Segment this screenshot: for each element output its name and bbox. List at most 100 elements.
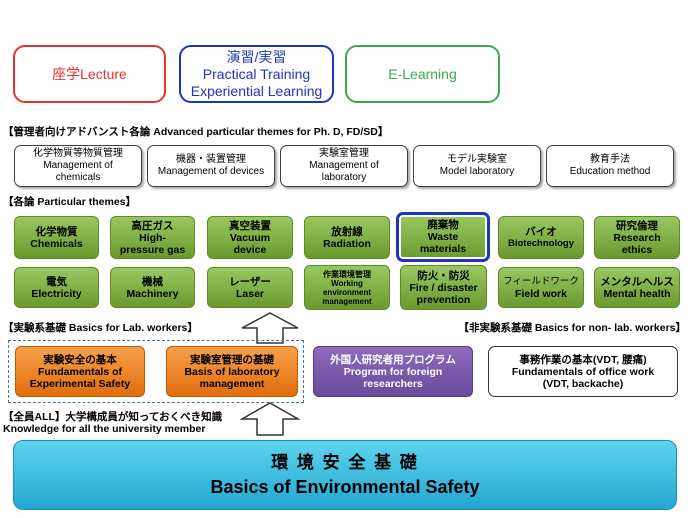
theme-electricity-jp: 電気 <box>46 275 67 288</box>
lab-safety-en2: Experimental Safety <box>29 377 131 390</box>
theme-bio-jp: バイオ <box>525 225 557 238</box>
theme-fire-disaster: 防火・防災 Fire / disaster prevention <box>400 265 487 310</box>
adv-laboratory-en2: laboratory <box>321 172 367 183</box>
theme-ethics-en1: Research <box>613 231 661 244</box>
theme-working-jp: 作業環境管理 <box>323 269 371 279</box>
adv-chemicals-en1: Management of <box>43 160 113 171</box>
theme-electricity-en: Electricity <box>31 287 82 300</box>
theme-machinery: 機械 Machinery <box>110 267 195 308</box>
theme-vacuum-en2: device <box>233 243 267 256</box>
arrow-up-icon <box>240 402 300 436</box>
base-jp: 環 境 安 全 基 礎 <box>271 453 419 472</box>
office-jp: 事務作業の基本(VDT, 腰痛) <box>519 353 647 366</box>
foreign-en2: researchers <box>363 377 423 390</box>
lab-management-jp: 実験室管理の基礎 <box>190 353 274 366</box>
theme-working-environment: 作業環境管理 Working environment management <box>304 265 390 310</box>
theme-laser-en: Laser <box>235 287 265 300</box>
adv-model-lab-en: Model laboratory <box>439 166 515 177</box>
base-environmental-safety: 環 境 安 全 基 礎 Basics of Environmental Safe… <box>13 440 677 510</box>
theme-gas-en1: High- <box>139 231 166 244</box>
theme-laser: レーザー Laser <box>207 267 293 308</box>
lab-management-en1: Basis of laboratory <box>184 365 280 378</box>
theme-radiation-en: Radiation <box>323 237 371 250</box>
theme-field-work: フィールドワーク Field work <box>498 267 584 308</box>
lab-management-basis: 実験室管理の基礎 Basis of laboratory management <box>166 346 298 397</box>
foreign-en1: Program for foreign <box>343 365 443 378</box>
foreign-researchers-program: 外国人研究者用プログラム Program for foreign researc… <box>313 346 473 397</box>
theme-radiation-jp: 放射線 <box>331 225 363 238</box>
theme-fire-en1: Fire / disaster <box>409 281 478 294</box>
theme-bio-en: Biotechnology <box>508 237 574 249</box>
theme-gas-jp: 高圧ガス <box>131 219 174 232</box>
particular-heading: 【各論 Particular themes】 <box>3 196 137 208</box>
theme-waste-en2: materials <box>419 243 467 255</box>
theme-machinery-jp: 機械 <box>142 275 163 288</box>
legend-elearning-label: E-Learning <box>388 65 457 82</box>
theme-fire-jp: 防火・防災 <box>417 269 470 282</box>
theme-ethics-en2: ethics <box>621 243 653 256</box>
theme-chemicals-en: Chemicals <box>30 237 83 250</box>
theme-biotechnology: バイオ Biotechnology <box>498 216 584 259</box>
adv-chemicals-jp: 化学物質等物質管理 <box>33 148 123 159</box>
office-en2: (VDT, backache) <box>542 377 624 390</box>
adv-chemicals-en2: chemicals <box>55 172 101 183</box>
theme-mental-health: メンタルヘルス Mental health <box>594 267 680 308</box>
lab-safety-fundamentals: 実験安全の基本 Fundamentals of Experimental Saf… <box>15 346 145 397</box>
theme-machinery-en: Machinery <box>126 287 179 300</box>
theme-field-en: Field work <box>515 287 567 300</box>
adv-education: 教育手法 Education method <box>546 145 674 187</box>
adv-chemicals: 化学物質等物質管理 Management of chemicals <box>14 145 142 187</box>
arrow-up-icon <box>241 312 299 344</box>
theme-gas-en2: pressure gas <box>119 243 186 256</box>
lab-management-en2: management <box>199 377 265 390</box>
theme-chemicals-jp: 化学物質 <box>35 225 78 238</box>
all-heading-jp: 【全員ALL】大学構成員が知っておくべき知識 <box>3 411 223 423</box>
office-work-fundamentals: 事務作業の基本(VDT, 腰痛) Fundamentals of office … <box>488 346 678 397</box>
theme-mental-en: Mental health <box>603 287 671 300</box>
theme-fire-en2: prevention <box>416 293 471 306</box>
legend-lecture-label: 座学Lecture <box>52 65 127 82</box>
all-heading-en: Knowledge for all the university member <box>3 423 206 435</box>
adv-education-en: Education method <box>569 166 651 177</box>
theme-working-en1: Working <box>331 278 363 288</box>
adv-laboratory: 実験室管理 Management of laboratory <box>280 145 408 187</box>
lab-basics-group <box>8 340 304 403</box>
legend-lecture: 座学Lecture <box>13 45 166 103</box>
adv-laboratory-jp: 実験室管理 <box>319 148 369 159</box>
legend-practical-jp: 演習/実習 <box>226 48 287 65</box>
theme-working-en3: management <box>322 296 372 306</box>
theme-field-jp: フィールドワーク <box>503 275 579 287</box>
theme-radiation: 放射線 Radiation <box>304 216 390 259</box>
adv-laboratory-en1: Management of <box>309 160 379 171</box>
base-en: Basics of Environmental Safety <box>210 477 480 497</box>
lab-safety-jp: 実験安全の基本 <box>43 353 117 366</box>
theme-working-en2: environment <box>322 287 371 297</box>
adv-devices-en: Management of devices <box>157 166 265 177</box>
theme-vacuum-en1: Vacuum <box>229 231 271 244</box>
office-en1: Fundamentals of office work <box>511 365 655 378</box>
adv-model-lab-jp: モデル実験室 <box>447 154 507 165</box>
theme-chemicals: 化学物質 Chemicals <box>14 216 99 259</box>
theme-electricity: 電気 Electricity <box>14 267 99 308</box>
adv-devices: 機器・装置管理 Management of devices <box>147 145 275 187</box>
lab-safety-en1: Fundamentals of <box>37 365 122 378</box>
theme-vacuum-device: 真空装置 Vacuum device <box>207 216 293 259</box>
theme-ethics-jp: 研究倫理 <box>616 219 658 232</box>
theme-vacuum-jp: 真空装置 <box>229 219 271 232</box>
theme-laser-jp: レーザー <box>229 275 271 288</box>
theme-research-ethics: 研究倫理 Research ethics <box>594 216 680 259</box>
advanced-heading: 【管理者向けアドバンスト各論 Advanced particular theme… <box>3 126 389 138</box>
foreign-jp: 外国人研究者用プログラム <box>330 353 456 366</box>
legend-practical-en1: Practical Training <box>202 65 311 82</box>
legend-practical: 演習/実習 Practical Training Experiential Le… <box>179 45 334 103</box>
adv-devices-jp: 機器・装置管理 <box>176 154 246 165</box>
lab-basics-heading: 【実験系基礎 Basics for Lab. workers】 <box>3 322 198 334</box>
adv-model-lab: モデル実験室 Model laboratory <box>413 145 541 187</box>
theme-waste-materials: 廃棄物 Waste materials <box>396 212 490 262</box>
nonlab-basics-heading: 【非実験系基礎 Basics for non- lab. workers】 <box>458 322 686 334</box>
theme-waste-en1: Waste <box>427 231 459 243</box>
theme-waste-jp: 廃棄物 <box>427 219 459 231</box>
legend-elearning: E-Learning <box>345 45 500 103</box>
legend-practical-en2: Experiential Learning <box>190 82 323 99</box>
theme-high-pressure-gas: 高圧ガス High- pressure gas <box>110 216 195 259</box>
